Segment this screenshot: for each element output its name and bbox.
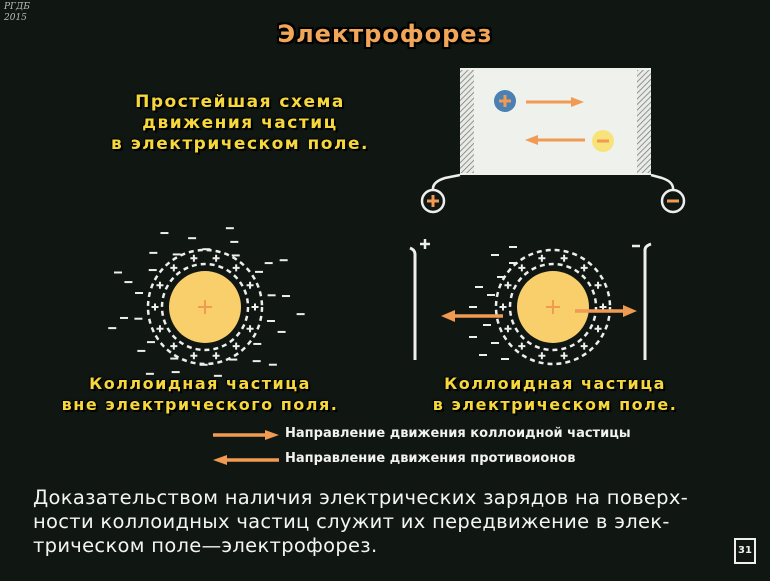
inner-dashed-layer [160, 262, 250, 352]
caption-line: в электрическом поле. [432, 395, 678, 414]
plus-charge-icon [518, 342, 526, 350]
watermark-line: РГДБ [4, 2, 30, 12]
subtitle: Простейшая схема движения частиц в элект… [95, 92, 385, 155]
watermark-line: 2015 [4, 13, 27, 23]
subtitle-line: в электрическом поле. [111, 134, 369, 154]
positive-terminal-icon [420, 188, 446, 214]
anion-icon [592, 130, 614, 152]
plus-charge-icon [190, 254, 198, 262]
caption-outside-field: Коллоидная частица вне электрического по… [30, 373, 370, 415]
paragraph-line: Доказательством наличия электрических за… [33, 486, 689, 509]
legend-arrow-left-icon [213, 455, 279, 465]
plus-charge-icon [156, 325, 164, 333]
plus-charge-icon [232, 264, 240, 272]
plus-charge-icon [190, 352, 198, 360]
electrophoresis-cell [420, 68, 686, 214]
plus-charge-icon [170, 264, 178, 272]
caption-line: Коллоидная частица [89, 374, 311, 393]
plus-charge-icon [251, 303, 259, 311]
outer-dashed-layer [146, 248, 264, 366]
subtitle-line: движения частиц [142, 113, 338, 133]
inner-dashed-layer [508, 262, 598, 352]
plus-charge-icon [170, 342, 178, 350]
outer-dashed-layer [494, 248, 612, 366]
plus-charge-icon [156, 281, 164, 289]
core-plus-icon [546, 300, 560, 314]
plus-charge-icon [212, 254, 220, 262]
right-electrode-plate [637, 70, 651, 173]
caption-line: Коллоидная частица [444, 374, 666, 393]
plus-charge-icon [246, 281, 254, 289]
subtitle-line: Простейшая схема [135, 92, 345, 112]
arrow-head [441, 310, 455, 322]
plus-charge-icon [580, 264, 588, 272]
arrow-right-icon [526, 97, 584, 107]
plus-charge-icon [504, 325, 512, 333]
caption-line: вне электрического поля. [61, 395, 339, 414]
left-wire [431, 173, 461, 191]
plus-charge-icon [594, 325, 602, 333]
legend-particle-direction: Направление движения коллоидной частицы [285, 426, 631, 441]
legend-counterion-direction: Направление движения противоионов [285, 451, 576, 466]
plus-charge-icon [499, 303, 507, 311]
negative-electrode [632, 242, 652, 360]
plus-charge-icon [151, 303, 159, 311]
left-electrode-plate [460, 70, 474, 173]
paragraph-line: ности коллоидных частиц служит их передв… [33, 510, 670, 533]
counterion-arrow-left-icon [441, 310, 503, 322]
core-plus-icon [198, 300, 212, 314]
caption-in-field: Коллоидная частица в электрическом поле. [390, 373, 720, 415]
plus-charge-icon [504, 281, 512, 289]
plus-charge-icon [594, 281, 602, 289]
negative-terminal-icon [660, 188, 686, 214]
arrow-head [623, 305, 637, 317]
page-number: 31 [734, 538, 756, 564]
plus-charge-icon [246, 325, 254, 333]
plus-charge-icon [538, 254, 546, 262]
right-wire [650, 173, 675, 191]
plus-charge-icon [560, 254, 568, 262]
plus-charge-icon [518, 264, 526, 272]
colloid-particle-outside-field [108, 227, 305, 390]
particle-arrow-right-icon [575, 305, 637, 317]
plus-charge-icon [560, 352, 568, 360]
paragraph-line: трическом поле—электрофорез. [33, 534, 378, 557]
plus-charge-icon [232, 342, 240, 350]
positive-electrode [409, 239, 430, 360]
arrow-left-icon [525, 135, 585, 145]
cation-icon [494, 90, 516, 112]
explanation-paragraph: Доказательством наличия электрических за… [33, 486, 748, 558]
plus-charge-icon [212, 352, 220, 360]
plus-charge-icon [580, 342, 588, 350]
legend-arrow-right-icon [213, 430, 279, 440]
slide-title: Электрофорез [277, 20, 493, 48]
colloid-particle-in-field [409, 239, 652, 366]
plus-charge-icon [538, 352, 546, 360]
